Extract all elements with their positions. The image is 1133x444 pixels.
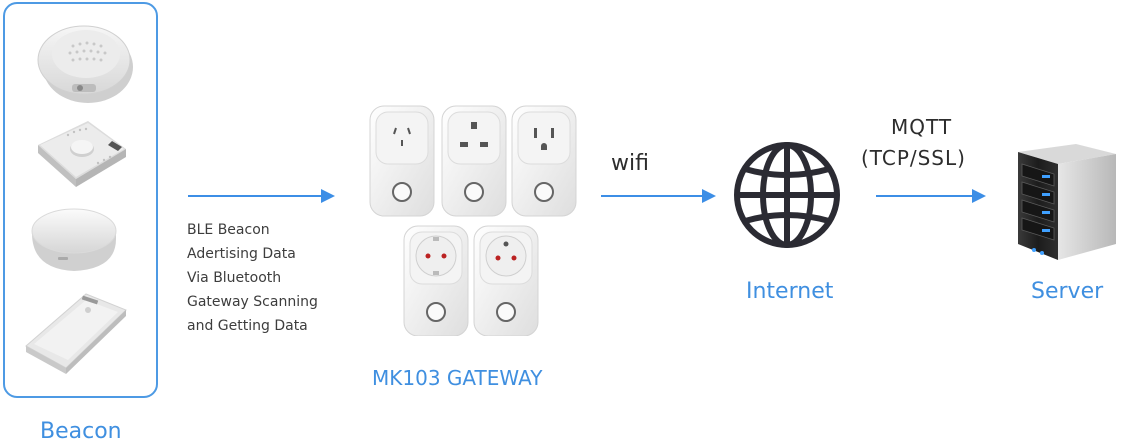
mqtt-label: MQTT: [891, 115, 953, 139]
fr-plug-icon: [473, 225, 539, 336]
au-plug-icon: [369, 105, 435, 217]
uk-plug-icon: [441, 105, 507, 217]
ble-line-1: BLE Beacon: [187, 222, 270, 238]
server-tower-icon: [1018, 144, 1116, 260]
round-sensor-beacon-icon: [37, 25, 133, 103]
wifi-label: wifi: [611, 151, 649, 176]
server-label: Server: [1031, 279, 1104, 304]
ble-line-3: Via Bluetooth: [187, 270, 282, 286]
globe-icon: [734, 142, 840, 248]
card-beacon-icon: [25, 293, 127, 374]
bluetooth-arrow: [188, 189, 335, 203]
mqtt-arrow: [876, 189, 986, 203]
ble-line-4: Gateway Scanning: [187, 294, 318, 310]
ble-line-2: Adertising Data: [187, 246, 296, 262]
dome-beacon-icon: [31, 208, 117, 271]
gateway-label: MK103 GATEWAY: [372, 366, 543, 390]
beacon-label: Beacon: [40, 419, 122, 444]
ble-description: BLE Beacon Adertising Data Via Bluetooth…: [187, 218, 318, 338]
ble-line-5: and Getting Data: [187, 318, 308, 334]
internet-label: Internet: [746, 279, 834, 304]
square-button-beacon-icon: [38, 121, 126, 187]
transport-label: (TCP/SSL): [861, 146, 966, 170]
wifi-arrow: [601, 189, 716, 203]
gateway-plugs-group: [369, 105, 577, 336]
eu-plug-icon: [403, 225, 469, 336]
us-plug-icon: [511, 105, 577, 217]
